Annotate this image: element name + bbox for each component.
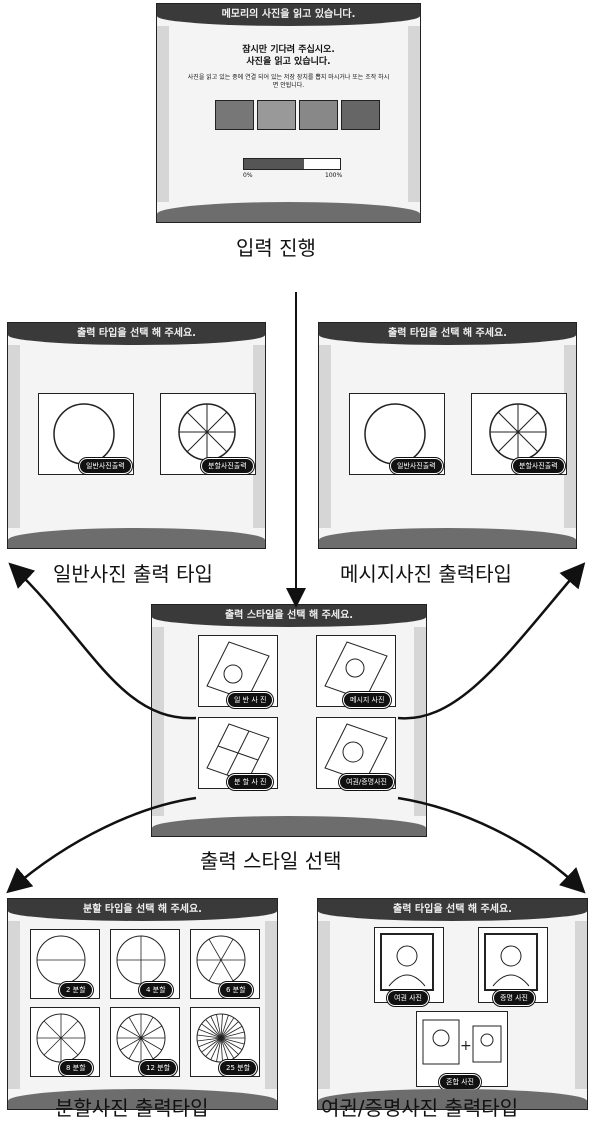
style-split-option[interactable]: 분 할 사 진 xyxy=(198,717,278,790)
style-select-screen: 출력 스타일을 선택 해 주세요. 일 반 사 진 메시지 사진 분 할 사 진… xyxy=(151,604,427,837)
style-message-option[interactable]: 메시지 사진 xyxy=(316,635,396,708)
split-option-4[interactable]: 8 분할 xyxy=(30,1007,100,1077)
split-photo-option[interactable]: 분할사진출력 xyxy=(160,393,256,475)
split-option-6[interactable]: 25 분할 xyxy=(190,1007,260,1077)
split-option-label[interactable]: 2 분할 xyxy=(59,982,93,998)
photo-thumbnail xyxy=(341,100,380,130)
combo-photo-option[interactable]: + 혼합 사진 xyxy=(416,1011,508,1090)
split-option-5[interactable]: 12 분할 xyxy=(110,1007,180,1077)
loading-banner: 메모리의 사진을 읽고 있습니다. xyxy=(157,4,420,26)
svg-text:+: + xyxy=(460,1038,472,1054)
passport-photo-button[interactable]: 여권 사진 xyxy=(387,990,429,1006)
split-option-label[interactable]: 6 분할 xyxy=(219,982,253,998)
loading-screen: 메모리의 사진을 읽고 있습니다. 잠시만 기다려 주십시오. 사진을 읽고 있… xyxy=(156,3,421,223)
split-option-label[interactable]: 4 분할 xyxy=(139,982,173,998)
loading-notice: 사진을 읽고 있는 중에 연결 되어 있는 저장 장치를 뽑지 마시거나 또는 … xyxy=(187,74,390,89)
split-photo-button[interactable]: 분할사진출력 xyxy=(201,458,254,474)
split-circle-icon xyxy=(196,1013,246,1063)
split-option-label[interactable]: 8 분할 xyxy=(59,1060,93,1076)
passport-type-screen: 출력 타입을 선택 해 주세요. 여권 사진 증명 사진 + 혼합 사진 xyxy=(317,898,588,1110)
message-banner: 출력 타입을 선택 해 주세요. xyxy=(319,323,576,345)
style-message-button[interactable]: 메시지 사진 xyxy=(343,692,392,708)
message-split-button[interactable]: 분할사진출력 xyxy=(512,458,565,474)
arrow-to-passport xyxy=(397,796,586,894)
combo-portrait-icon: + xyxy=(422,1019,502,1065)
split-type-screen: 분할 타입을 선택 해 주세요. 2 분할 4 분할 6 분할 8 분할 12 분할 25… xyxy=(7,898,278,1110)
progress-start-label: 0% xyxy=(243,172,253,179)
step-label-message: 메시지사진 출력타입 xyxy=(340,562,512,586)
id-photo-option[interactable]: 증명 사진 xyxy=(478,927,548,1006)
loading-line2: 사진을 읽고 있습니다. xyxy=(246,57,331,67)
photo-thumbnail xyxy=(257,100,296,130)
message-normal-option[interactable]: 일반사진출력 xyxy=(349,393,445,475)
normal-banner: 출력 타입을 선택 해 주세요. xyxy=(8,323,265,345)
arrow-to-split xyxy=(6,796,197,894)
step-label-style: 출력 스타일 선택 xyxy=(200,849,342,873)
normal-type-screen: 출력 타입을 선택 해 주세요. 일반사진출력 분할사진출력 xyxy=(7,322,266,549)
loading-line1: 잠시만 기다려 주십시오. xyxy=(242,45,335,55)
progress-bar xyxy=(243,158,341,170)
message-normal-button[interactable]: 일반사진출력 xyxy=(390,458,443,474)
split-banner: 분할 타입을 선택 해 주세요. xyxy=(8,899,277,921)
step-label-input: 입력 진행 xyxy=(236,236,316,260)
arrow-to-message xyxy=(397,562,586,720)
normal-photo-option[interactable]: 일반사진출력 xyxy=(38,393,134,475)
message-type-screen: 출력 타입을 선택 해 주세요. 일반사진출력 분할사진출력 xyxy=(318,322,577,549)
step-label-normal: 일반사진 출력 타입 xyxy=(53,562,213,586)
style-banner: 출력 스타일을 선택 해 주세요. xyxy=(152,605,426,627)
style-passport-option[interactable]: 여권/증명사진 xyxy=(316,717,396,790)
message-split-option[interactable]: 분할사진출력 xyxy=(471,393,567,475)
photo-thumbnail xyxy=(215,100,254,130)
style-normal-option[interactable]: 일 반 사 진 xyxy=(198,635,278,708)
normal-photo-button[interactable]: 일반사진출력 xyxy=(79,458,132,474)
style-split-button[interactable]: 분 할 사 진 xyxy=(227,774,274,790)
split-option-label[interactable]: 25 분할 xyxy=(219,1060,258,1076)
split-option-1[interactable]: 2 분할 xyxy=(30,929,100,999)
split-option-2[interactable]: 4 분할 xyxy=(110,929,180,999)
id-photo-button[interactable]: 증명 사진 xyxy=(493,990,535,1006)
split-circle-icon xyxy=(196,935,246,985)
split-option-3[interactable]: 6 분할 xyxy=(190,929,260,999)
split-option-label[interactable]: 12 분할 xyxy=(139,1060,178,1076)
step-label-split: 분할사진 출력타입 xyxy=(55,1096,209,1120)
style-normal-button[interactable]: 일 반 사 진 xyxy=(227,692,274,708)
style-passport-button[interactable]: 여권/증명사진 xyxy=(339,774,394,790)
passport-banner: 출력 타입을 선택 해 주세요. xyxy=(318,899,587,921)
progress-fill xyxy=(244,159,304,169)
passport-photo-option[interactable]: 여권 사진 xyxy=(374,927,444,1006)
photo-thumbnail xyxy=(299,100,338,130)
arrow-to-normal xyxy=(8,562,197,720)
step-label-passport: 여권/증명사진 출력타입 xyxy=(321,1096,519,1120)
progress-end-label: 100% xyxy=(325,172,343,179)
